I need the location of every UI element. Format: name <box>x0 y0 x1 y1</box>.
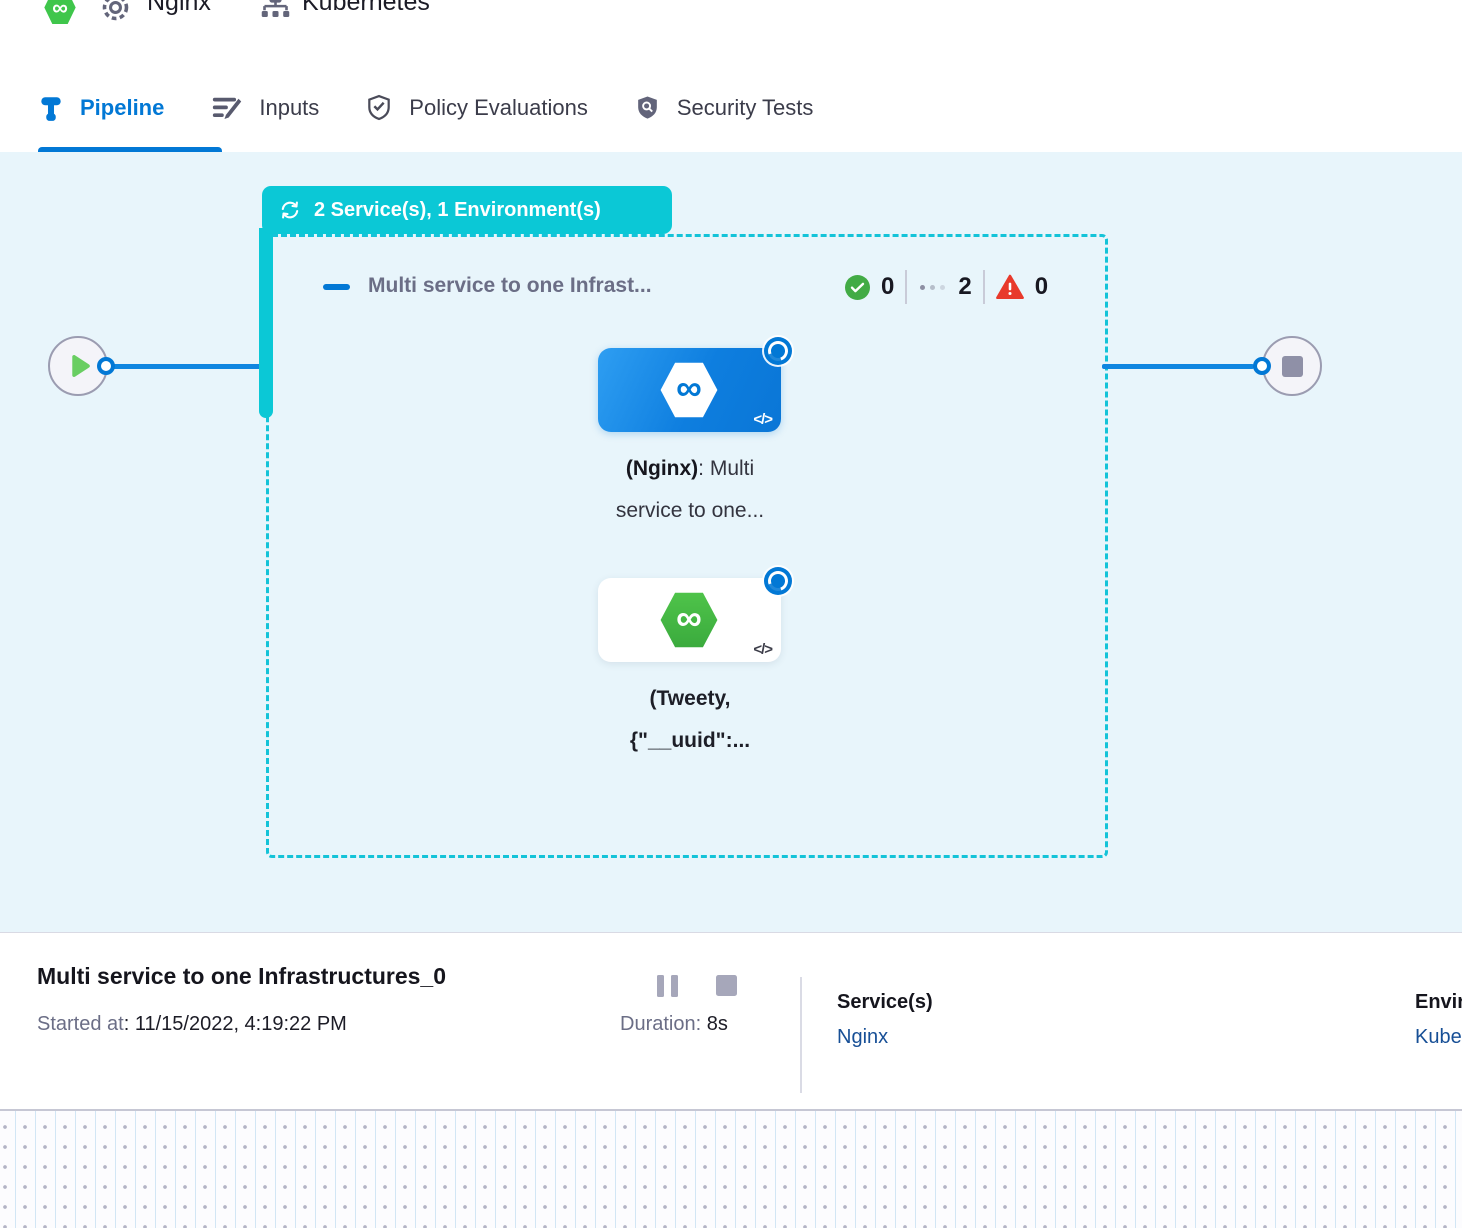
harness-logo-icon: ∞ <box>44 0 76 25</box>
stop-icon <box>1281 355 1303 377</box>
pause-button[interactable] <box>657 975 678 997</box>
dots-icon <box>918 284 947 290</box>
collapse-stage-icon[interactable] <box>323 284 350 290</box>
started-at: Started at: 11/15/2022, 4:19:22 PM <box>37 1013 347 1035</box>
gear-icon <box>99 0 132 24</box>
breadcrumb-environment-name[interactable]: Kubernetes <box>302 0 430 16</box>
pipeline-canvas[interactable]: 2 Service(s), 1 Environment(s) Multi ser… <box>0 152 1462 932</box>
running-count: 2 <box>958 273 972 300</box>
check-circle-icon <box>845 274 870 300</box>
service-node-nginx[interactable]: ∞ </> <box>598 337 792 432</box>
refresh-icon <box>278 198 302 222</box>
tab-security-tests-label: Security Tests <box>676 95 814 120</box>
tab-inputs-label: Inputs <box>259 95 320 120</box>
node-label-tweety[interactable]: (Tweety, {"__uuid":... <box>629 687 751 752</box>
console-grid-area[interactable] <box>0 1109 1462 1228</box>
success-count: 0 <box>881 273 895 300</box>
tab-bar: Pipeline Inputs <box>0 64 1462 152</box>
duration: Duration: 8s <box>620 1013 728 1035</box>
start-connector-port[interactable] <box>97 357 115 375</box>
stage-services-badge[interactable]: 2 Service(s), 1 Environment(s) <box>262 186 672 234</box>
tab-inputs[interactable]: Inputs <box>210 93 319 123</box>
stage-group-box[interactable] <box>266 234 1108 858</box>
spinner-icon <box>764 337 792 365</box>
warning-triangle-icon <box>995 274 1024 300</box>
end-connector-port[interactable] <box>1253 357 1271 375</box>
stage-title[interactable]: Multi service to one Infrast... <box>368 274 652 297</box>
stop-button[interactable] <box>716 975 737 996</box>
breadcrumb-bar: ∞ Nginx Kubernetes <box>0 0 1462 65</box>
service-node-tweety[interactable]: ∞ </> <box>598 567 792 662</box>
active-tab-indicator <box>38 147 222 152</box>
pipeline-end-node[interactable] <box>1262 336 1322 396</box>
services-column-label: Service(s) <box>837 991 933 1013</box>
edge-start-to-stage <box>112 364 262 369</box>
play-icon <box>71 354 90 378</box>
code-icon: </> <box>753 411 773 428</box>
code-icon: </> <box>753 641 773 658</box>
shield-check-icon <box>365 93 393 123</box>
edge-stage-to-end <box>1102 364 1254 369</box>
stage-badge-label: 2 Service(s), 1 Environment(s) <box>314 198 601 221</box>
node-label-nginx[interactable]: (Nginx): Multi service to one... <box>615 457 765 522</box>
divider <box>800 977 802 1093</box>
tab-security-tests[interactable]: Security Tests <box>634 93 814 123</box>
environments-link[interactable]: Kubernetes <box>1415 1026 1462 1048</box>
divider <box>982 270 985 304</box>
shield-search-icon <box>634 93 661 123</box>
network-icon <box>259 0 292 24</box>
pipeline-icon <box>38 94 64 122</box>
environments-column-label: Environment(s) <box>1415 991 1462 1013</box>
failed-count: 0 <box>1034 273 1049 300</box>
breadcrumb-service-name[interactable]: Nginx <box>147 0 211 16</box>
execution-title: Multi service to one Infrastructures_0 <box>37 963 447 989</box>
divider <box>905 270 908 304</box>
stage-badge-tail <box>259 228 273 418</box>
stage-status-counts: 0 2 0 <box>845 270 1048 304</box>
tab-policy-evaluations-label: Policy Evaluations <box>409 95 588 120</box>
edit-lines-icon <box>210 93 243 123</box>
tab-policy-evaluations[interactable]: Policy Evaluations <box>365 93 588 123</box>
tab-pipeline[interactable]: Pipeline <box>38 94 164 122</box>
services-link[interactable]: Nginx <box>837 1026 889 1048</box>
spinner-icon <box>764 567 792 595</box>
tab-pipeline-label: Pipeline <box>80 95 165 120</box>
execution-summary-bar: Multi service to one Infrastructures_0 S… <box>0 932 1462 1110</box>
